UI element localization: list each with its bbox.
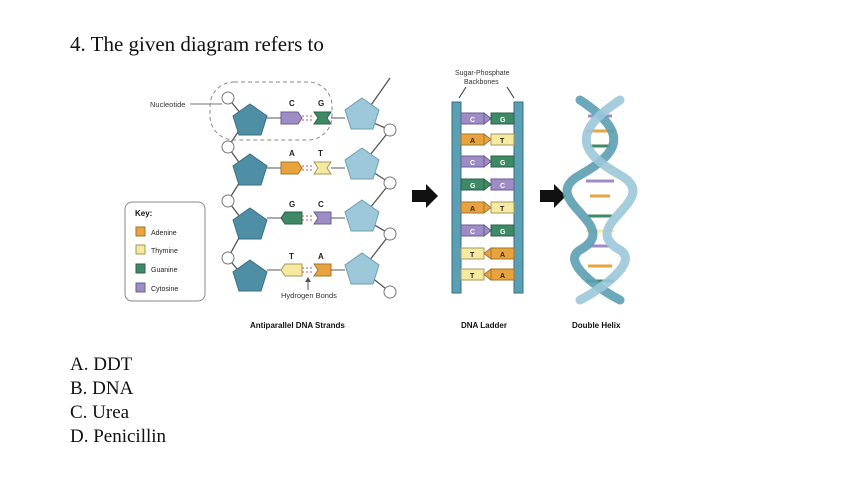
double-helix: Double Helix (562, 95, 638, 330)
question-text: 4. The given diagram refers to (70, 32, 324, 56)
ladder-letter: C (500, 183, 505, 190)
base-letter: T (289, 252, 294, 261)
base-thymine (280, 263, 303, 277)
ladder-letter: G (500, 117, 506, 124)
key-swatch-cytosine (135, 282, 146, 293)
key-label-cytosine: Cytosine (151, 286, 178, 293)
sugar-pentagon (232, 153, 268, 186)
caption-helix: Double Helix (572, 321, 621, 330)
key-title: Key: (135, 209, 152, 218)
sugar-pentagon (344, 97, 380, 130)
base-guanine (280, 211, 303, 225)
right-arrow-icon (412, 184, 438, 208)
option-a[interactable]: A. DDT (70, 354, 133, 375)
phosphate-circle (221, 91, 235, 105)
ladder-letter: C (470, 117, 475, 124)
nucleotide-label: Nucleotide (150, 100, 185, 109)
base-letter: G (318, 99, 324, 108)
base-letter: A (289, 149, 295, 158)
answer-options: A. DDT B. DNA C. Urea D. Penicillin (70, 353, 166, 449)
option-c[interactable]: C. Urea (70, 402, 130, 423)
phosphate-circle (383, 285, 397, 299)
key-label-guanine: Guanine (151, 267, 178, 274)
phosphate-circle (221, 140, 235, 154)
ladder-letter: A (500, 273, 505, 280)
sugar-pentagon (232, 207, 268, 240)
sugar-pentagon (344, 252, 380, 285)
key-swatch-adenine (135, 226, 146, 237)
ladder-letter: T (470, 273, 475, 280)
right-arrow-icon (540, 184, 566, 208)
base-adenine (280, 161, 303, 175)
ladder-letter: C (470, 229, 475, 236)
phosphate-circle (383, 176, 397, 190)
sugar-pentagon (344, 199, 380, 232)
base-letter: T (318, 149, 323, 158)
nucleotide-outline (209, 81, 333, 141)
base-cytosine (313, 211, 332, 225)
ladder-letter: T (500, 138, 505, 145)
ladder-letter: A (470, 138, 475, 145)
caption-ladder: DNA Ladder (461, 321, 507, 330)
option-b[interactable]: B. DNA (70, 378, 134, 399)
antiparallel-strands: C G A T G C T A Nucleotide Hydrogen Bond… (150, 77, 397, 330)
base-cytosine (280, 111, 303, 125)
helix-strand (562, 95, 625, 305)
key-swatch-guanine (135, 263, 146, 274)
ladder-letter: T (470, 252, 475, 259)
phosphate-circle (221, 194, 235, 208)
ladder-letter: C (470, 160, 475, 167)
ladder-right-rail (513, 101, 524, 294)
phosphate-circle (383, 123, 397, 137)
helix-strand (575, 95, 638, 305)
sugar-pentagon (232, 103, 268, 136)
key-swatch-thymine (135, 244, 146, 255)
ladder-letter: G (500, 229, 506, 236)
hydrogen-bonds-label: Hydrogen Bonds (281, 291, 337, 300)
option-d[interactable]: D. Penicillin (70, 426, 167, 447)
ladder-letter: T (500, 206, 505, 213)
base-letter: A (318, 252, 324, 261)
base-adenine (313, 263, 332, 277)
ladder-letter: A (500, 252, 505, 259)
base-letter: C (289, 99, 295, 108)
base-letter: G (289, 200, 295, 209)
backbone-label: Sugar-Phosphate (455, 70, 510, 77)
ladder-letter: G (500, 160, 506, 167)
caption-strands: Antiparallel DNA Strands (250, 321, 345, 330)
key-label-adenine: Adenine (151, 230, 177, 237)
key-label-thymine: Thymine (151, 248, 178, 255)
sugar-pentagon (232, 259, 268, 292)
phosphate-circle (221, 251, 235, 265)
phosphate-circle (383, 227, 397, 241)
dna-ladder: Sugar-Phosphate Backbones C G (451, 70, 524, 330)
legend-key: Key: Adenine Thymine Guanine Cytosine (124, 201, 206, 302)
dna-diagram: C G A T G C T A Nucleotide Hydrogen Bond… (124, 70, 638, 330)
backbone-label: Backbones (464, 79, 499, 86)
ladder-letter: G (470, 183, 476, 190)
base-guanine (313, 111, 332, 125)
ladder-left-rail (451, 101, 462, 294)
ladder-letter: A (470, 206, 475, 213)
sugar-pentagon (344, 147, 380, 180)
base-thymine (313, 161, 332, 175)
base-letter: C (318, 200, 324, 209)
